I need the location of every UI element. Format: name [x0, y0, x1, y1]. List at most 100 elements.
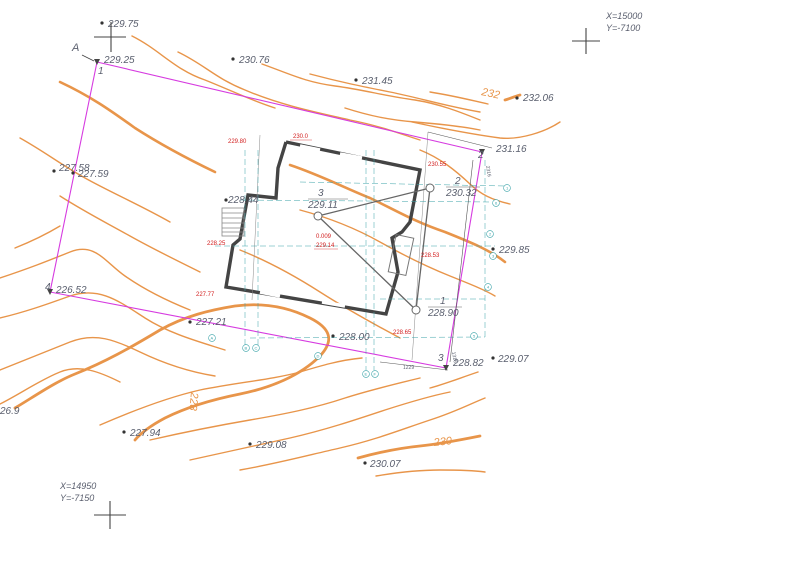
- contour-line: [0, 292, 226, 351]
- contour-line: [131, 35, 276, 109]
- contour-line: [503, 93, 522, 102]
- entrance-porch: [387, 233, 415, 277]
- building-wall-openings: [299, 144, 321, 152]
- contour-line: [288, 163, 507, 264]
- contour-line: [58, 80, 217, 174]
- elevation-label: 227.94: [129, 428, 161, 439]
- contour-line: [299, 209, 496, 297]
- red-mark: 0.009: [316, 234, 332, 240]
- station-point-2: [425, 183, 435, 193]
- elevation-label: 231.16: [495, 144, 527, 155]
- contour-line: [0, 336, 216, 377]
- contour-line: [149, 377, 421, 441]
- contour-line: [429, 91, 489, 105]
- contour-line: [429, 371, 479, 389]
- elevation-label: 228.82: [452, 358, 484, 369]
- elevation-label: 228.44: [227, 195, 259, 206]
- red-mark: 229.80: [228, 139, 247, 145]
- boundary-vertices: [47, 59, 485, 371]
- elevation-label: 231.45: [361, 76, 393, 87]
- elevation-label: 228.00: [338, 332, 370, 343]
- coordinate-y-top: Y=-7100: [606, 23, 640, 33]
- grid-bubble-label: D: [317, 354, 320, 359]
- contour-line: [0, 248, 191, 311]
- elevation-label: 230.76: [238, 55, 270, 66]
- coordinate-x-bottom: X=14950: [59, 481, 96, 491]
- crosshair-icon: [94, 22, 126, 52]
- red-elevation-marks: 230.0 229.80 230.55 228.25 227.77 228.53…: [196, 134, 447, 336]
- contour-line: [177, 51, 421, 141]
- contour-line: [0, 368, 121, 405]
- elevation-label: 26.9: [0, 406, 20, 417]
- building-wall-openings: [339, 152, 363, 160]
- dimension-lines: [379, 131, 493, 371]
- grid-bubble-label: 1: [506, 186, 509, 191]
- elevation-label: 229.85: [498, 245, 530, 256]
- building-outer-wall: [224, 140, 422, 316]
- station-number: 1: [440, 296, 446, 307]
- grid-bubble-label: 4: [487, 285, 490, 290]
- grid-bubble-label: A: [211, 336, 214, 341]
- grid-bubble-label: C: [255, 346, 258, 351]
- elevation-label: 229.07: [497, 354, 529, 365]
- red-mark: 230.0: [293, 134, 309, 140]
- vertex-label: 1: [98, 66, 104, 77]
- grid-bubble-label: 3: [492, 254, 495, 259]
- grid-bubble-label: B: [245, 346, 248, 351]
- station-point-1: [411, 305, 421, 315]
- grid-bubble-label: F: [374, 372, 377, 377]
- grid-bubble-labels: A B C D E F 1 2 3 4 5 6: [211, 186, 510, 377]
- contour-line: [239, 397, 486, 471]
- grid-axes: [215, 150, 506, 370]
- elevation-label: 229.25: [103, 55, 135, 66]
- dimension-label: 2316: [484, 165, 492, 177]
- building-wall-openings: [321, 300, 346, 308]
- contour-line: [99, 357, 363, 426]
- contour-line: [13, 303, 331, 442]
- red-mark: 228.25: [207, 241, 226, 247]
- station-point-3: [313, 211, 323, 221]
- grid-bubble-label: 5: [473, 334, 476, 339]
- coordinate-y-bottom: Y=-7150: [60, 493, 94, 503]
- red-mark: 228.65: [393, 330, 412, 336]
- station-elevation: 229.11: [307, 200, 338, 211]
- station-number: 3: [318, 188, 324, 199]
- elevation-label: 229.75: [107, 19, 139, 30]
- section-leader: [81, 54, 95, 62]
- contour-line: [375, 469, 486, 477]
- contour-line: [356, 434, 482, 460]
- interior-line: [411, 131, 429, 361]
- crosshair-icon: [94, 501, 126, 529]
- contour-line: [344, 107, 481, 131]
- section-label: A: [71, 42, 79, 54]
- contour-line: [411, 121, 561, 140]
- contour-lines: [0, 35, 561, 477]
- vertex-label: 3: [438, 353, 444, 364]
- elevation-label: 227.58: [58, 163, 90, 174]
- dimension-label: 1229: [403, 365, 414, 371]
- red-mark: 228.53: [421, 253, 440, 259]
- station-elevation: 228.90: [427, 308, 459, 319]
- stair: [221, 207, 245, 237]
- station-elevation: 230.32: [445, 188, 477, 199]
- dimension-label: 1316: [450, 351, 458, 363]
- building-footprint: [221, 131, 429, 361]
- contour-line: [19, 137, 171, 223]
- site-boundary: [49, 61, 483, 369]
- contour-label: 230: [432, 435, 453, 449]
- grid-bubble-label: E: [365, 372, 368, 377]
- contour-label: 228: [186, 391, 200, 412]
- grid-bubble-label: 6: [495, 201, 498, 206]
- elevation-label: 227.21: [195, 317, 227, 328]
- vertex-label: 4: [45, 282, 51, 293]
- elevation-label: 227.59: [77, 169, 109, 180]
- grid-bubbles: [208, 184, 511, 378]
- contour-label: 232: [479, 86, 500, 102]
- station-number: 2: [454, 176, 461, 187]
- contour-line: [309, 73, 481, 113]
- elevation-labels: 229.75 229.25 230.76 231.45 232.06 231.1…: [0, 19, 554, 470]
- crosshair-icon: [572, 28, 600, 54]
- station-labels: 3 229.11 2 230.32 1 228.90: [307, 176, 480, 319]
- grid-bubble-label: 2: [489, 232, 492, 237]
